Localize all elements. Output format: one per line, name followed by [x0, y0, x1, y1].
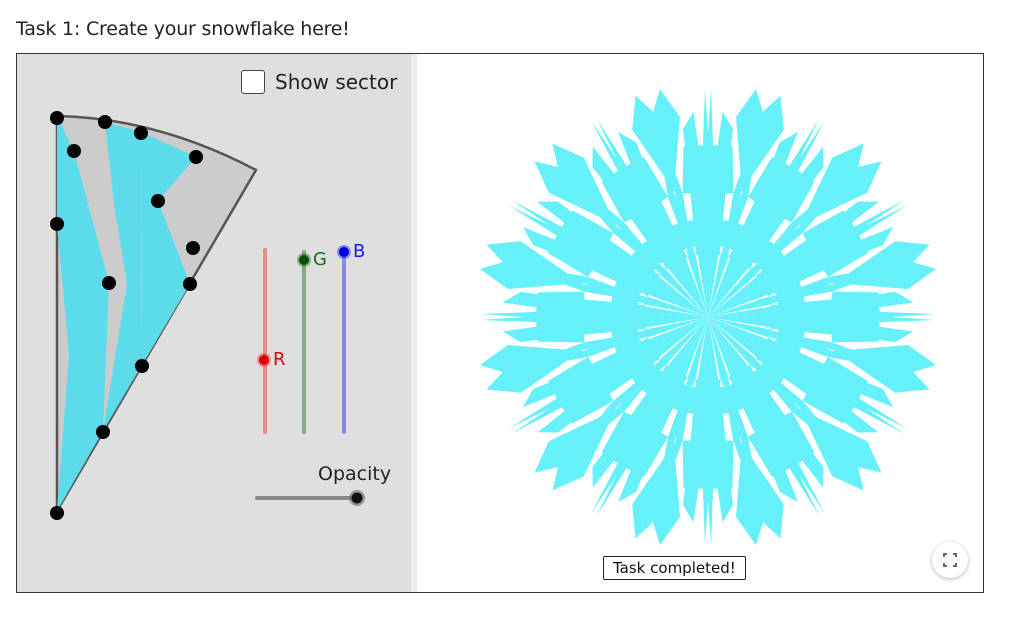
page-title: Task 1: Create your snowflake here! — [16, 18, 350, 40]
snowflake-piece — [708, 317, 930, 393]
snowflake-piece — [486, 317, 708, 393]
snowflake-piece — [682, 145, 709, 195]
slider-g[interactable]: G — [297, 249, 327, 434]
snowflake-piece — [536, 291, 586, 318]
opacity-label: Opacity — [318, 463, 392, 485]
slider-g-label: G — [313, 249, 327, 270]
snowflake-piece — [769, 288, 807, 330]
control-point — [50, 111, 64, 125]
snowflake-piece — [560, 210, 614, 249]
snowflake-arm — [701, 317, 798, 545]
task-completed-button[interactable]: Task completed! — [603, 556, 746, 580]
snowflake-piece — [820, 357, 868, 401]
snowflake-piece — [776, 411, 815, 465]
slider-r-label: R — [273, 349, 286, 370]
snowflake-piece — [601, 411, 640, 465]
snowflake-piece — [486, 241, 708, 317]
snowflake-piece — [651, 364, 696, 413]
snowflake-piece — [728, 367, 778, 407]
snowflake-piece — [548, 357, 596, 401]
snowflake-piece — [596, 118, 708, 317]
panel-divider[interactable] — [411, 54, 417, 592]
snowflake-piece — [748, 429, 792, 477]
snowflake-piece — [708, 143, 864, 317]
snowflake-canvas — [480, 89, 936, 545]
snowflake-piece — [755, 329, 804, 374]
snowflake-piece — [534, 317, 708, 473]
snowflake-piece — [534, 161, 708, 317]
snowflake-piece — [708, 262, 936, 317]
snowflake-piece — [707, 145, 734, 195]
slider-b-label: B — [353, 241, 365, 262]
snowflake-piece — [708, 317, 864, 491]
slider-r[interactable]: R — [257, 248, 286, 434]
snowflake-piece — [708, 317, 763, 545]
snowflake-piece — [548, 233, 596, 277]
geogebra-applet: R G B Show sector — [16, 53, 984, 593]
snowflake-piece — [802, 210, 856, 249]
show-sector-label: Show sector — [275, 70, 398, 94]
show-sector-checkbox[interactable]: Show sector — [241, 70, 397, 94]
sector-shape — [57, 116, 196, 511]
snowflake-piece — [632, 317, 708, 539]
snowflake-piece — [695, 378, 737, 416]
snowflake-piece — [552, 143, 708, 317]
fullscreen-button[interactable] — [932, 542, 968, 578]
control-point — [96, 425, 110, 439]
snowflake-piece — [708, 317, 784, 539]
control-point — [189, 150, 203, 164]
snowflake-piece — [748, 157, 792, 205]
snowflake-piece — [708, 161, 882, 317]
snowflake — [480, 89, 936, 545]
slider-g-handle — [299, 255, 309, 265]
snowflake-piece — [480, 317, 708, 372]
snowflake-piece — [624, 157, 668, 205]
control-point — [50, 217, 64, 231]
sector-editor-panel: R G B Show sector — [17, 54, 411, 592]
snowflake-piece — [708, 241, 930, 317]
snowflake-piece — [601, 169, 640, 223]
snowflake-piece — [758, 247, 798, 297]
control-point — [151, 194, 165, 208]
snowflake-piece — [609, 304, 647, 346]
snowflake-piece — [708, 317, 882, 473]
control-point — [98, 115, 112, 129]
snowflake-piece — [708, 95, 784, 317]
snowflake-piece — [612, 260, 661, 305]
snowflake-arm — [708, 227, 936, 324]
snowflake-piece — [560, 385, 614, 424]
snowflake-arm — [537, 118, 708, 317]
snowflake-piece — [802, 385, 856, 424]
control-point — [183, 277, 197, 291]
snowflake-preview-panel: Task completed! — [417, 54, 983, 592]
control-point — [102, 276, 116, 290]
snowflake-piece — [552, 317, 708, 491]
opacity-slider-handle — [351, 492, 363, 504]
opacity-slider[interactable] — [255, 490, 365, 506]
snowflake-piece — [632, 95, 708, 317]
snowflake-piece — [776, 169, 815, 223]
control-point — [67, 144, 81, 158]
fullscreen-icon — [943, 553, 957, 567]
slider-r-handle — [259, 355, 269, 365]
snowflake-piece — [830, 316, 880, 343]
control-point — [135, 359, 149, 373]
snowflake-piece — [618, 337, 658, 387]
control-point — [134, 126, 148, 140]
control-point — [186, 241, 200, 255]
snowflake-piece — [682, 439, 709, 489]
control-points[interactable] — [50, 111, 203, 520]
slider-b-handle — [339, 247, 349, 257]
snowflake-piece — [695, 218, 737, 256]
sector-canvas[interactable]: R G B — [17, 54, 411, 592]
show-sector-checkbox-box[interactable] — [241, 70, 265, 94]
snowflake-piece — [820, 233, 868, 277]
control-point — [50, 506, 64, 520]
slider-b[interactable]: B — [337, 241, 365, 434]
snowflake-piece — [624, 429, 668, 477]
